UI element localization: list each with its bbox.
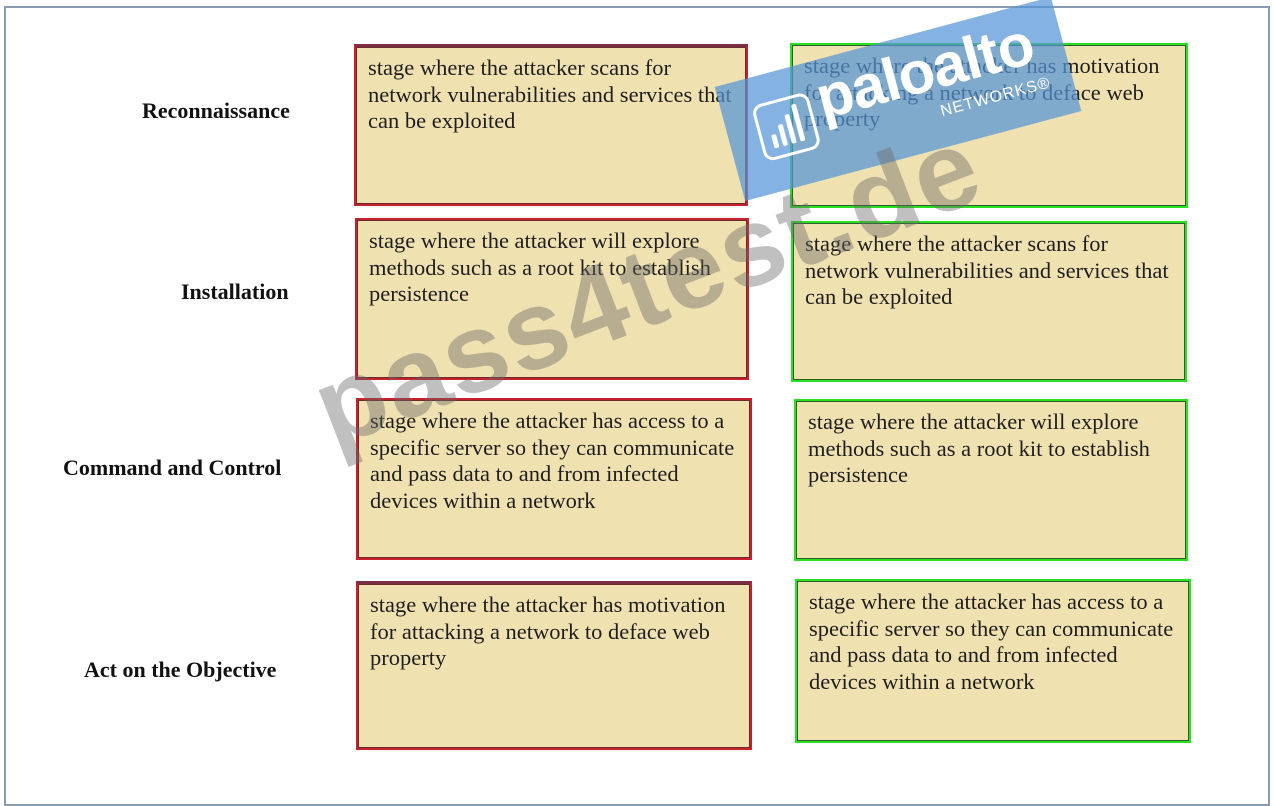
answer-option-2[interactable]: stage where the attacker scans for netwo…	[791, 221, 1187, 382]
drop-target-2[interactable]: stage where the attacker will explore me…	[355, 218, 749, 380]
label-act-on-the-objective: Act on the Objective	[84, 657, 277, 682]
answer-option-3[interactable]: stage where the attacker will explore me…	[794, 399, 1188, 561]
label-command-and-control: Command and Control	[63, 455, 282, 480]
drop-target-1[interactable]: stage where the attacker scans for netwo…	[354, 44, 748, 206]
answer-option-4[interactable]: stage where the attacker has access to a…	[795, 579, 1191, 743]
label-installation: Installation	[181, 279, 289, 304]
drop-target-4[interactable]: stage where the attacker has motivation …	[356, 581, 752, 750]
drop-target-3[interactable]: stage where the attacker has access to a…	[356, 398, 752, 560]
answer-option-1[interactable]: stage where the attacker has motivation …	[790, 43, 1188, 208]
label-reconnaissance: Reconnaissance	[142, 98, 290, 123]
